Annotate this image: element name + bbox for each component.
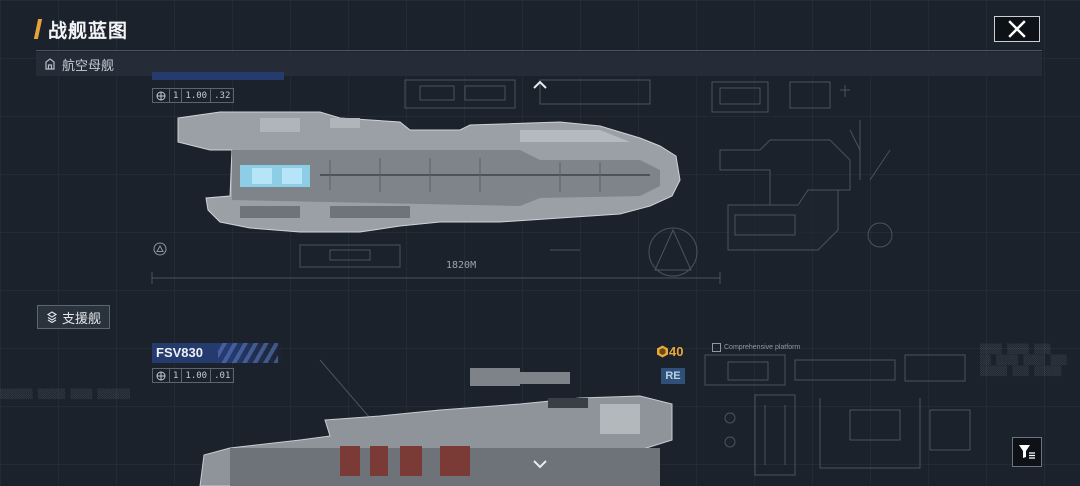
support-ship-icon [46,311,58,323]
ship-name-stripes [218,343,278,363]
chevron-down-icon[interactable] [532,459,548,469]
globe-icon [153,89,169,102]
ship-name-label[interactable]: FSV830 [152,343,284,363]
cost-gem-icon [657,345,668,358]
ship-name-bar-partial [152,72,284,80]
close-button[interactable] [994,16,1040,42]
header-divider [36,50,1042,51]
ghost-blueprint-text: ▒▒▒▒▒▒ ▒▒▒▒▒ ▒▒▒▒ ▒▒▒▒▒▒ [0,390,131,400]
page-title-bar: 战舰蓝图 [33,14,129,44]
category-button-support[interactable]: 支援舰 [37,305,110,329]
close-icon [1008,20,1026,38]
chevron-up-icon[interactable] [532,80,548,90]
support-ship-model [199,368,673,486]
category-label: 支援舰 [61,310,101,326]
carrier-ship-model [177,111,681,233]
filter-button[interactable] [1012,437,1042,467]
ship-type-badge: RE [661,368,685,384]
category-label: 航空母舰 [62,57,115,73]
ship-cost: 40 [656,344,683,359]
hangar-icon [45,58,55,70]
title-accent-mark [33,19,43,39]
ship-length-scale: 1820M [446,260,477,271]
globe-icon [153,369,169,382]
page-title: 战舰蓝图 [48,20,129,42]
platform-annotation: Comprehensive platform [712,343,800,352]
warning-triangle-icon [153,242,167,256]
ship-ratio-readout: 1 1.00 .32 [152,88,235,103]
ghost-blueprint-text: ▒▒▒▒ ▒▒▒▒ ▒▒▒ ▒▒ ▒▒▒▒ ▒▒▒▒ ▒▒▒ ▒▒▒▒▒ ▒▒▒… [980,345,1067,377]
filter-icon [1019,445,1035,459]
ship-ratio-readout: 1 1.00 .01 [152,368,235,383]
